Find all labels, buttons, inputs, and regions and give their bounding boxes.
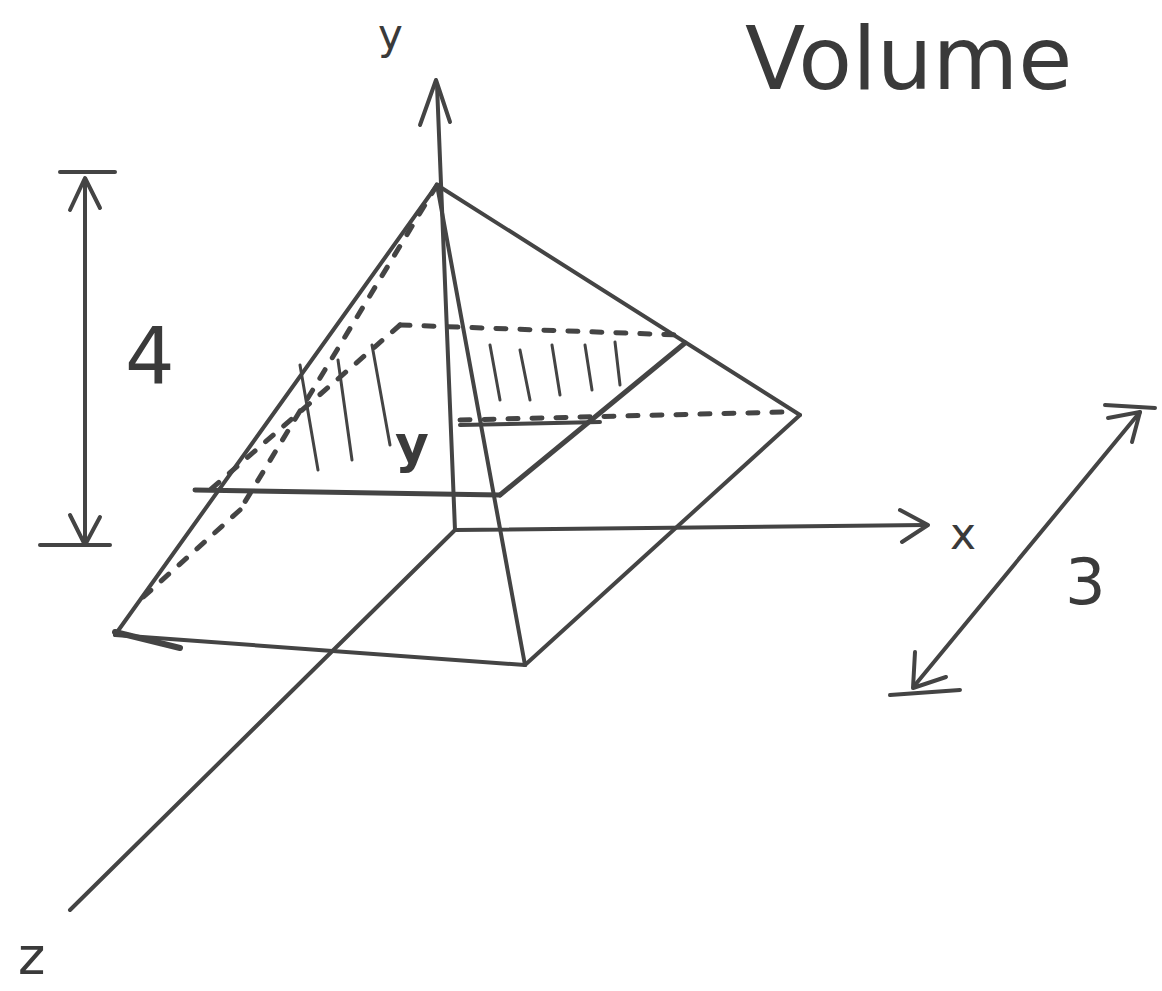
dimension-tick bbox=[60, 170, 115, 174]
dimension-tick bbox=[1105, 405, 1155, 408]
axis-label: z bbox=[18, 930, 45, 982]
pyramid-edge bbox=[115, 185, 437, 635]
y-axis bbox=[437, 85, 455, 530]
hidden-edge bbox=[460, 412, 785, 420]
pyramid-edge bbox=[437, 185, 800, 415]
axis-label: y bbox=[378, 14, 403, 56]
axis-label: x bbox=[950, 512, 976, 556]
x-axis bbox=[455, 525, 925, 530]
hidden-edge bbox=[140, 510, 240, 600]
cross-section bbox=[195, 490, 500, 495]
cross-section bbox=[460, 422, 600, 425]
z-axis bbox=[70, 530, 455, 910]
axis-arrow bbox=[420, 80, 450, 125]
hidden-edge bbox=[240, 185, 437, 510]
pyramid-edge bbox=[115, 632, 180, 648]
hidden-edge bbox=[210, 325, 400, 490]
dimension-arrow bbox=[70, 515, 100, 545]
title: Volume bbox=[745, 15, 1072, 103]
dimension-arrow bbox=[1108, 412, 1140, 442]
dimension-tick bbox=[40, 543, 110, 547]
dimension-label: 3 bbox=[1065, 550, 1106, 614]
cross-section bbox=[500, 343, 685, 495]
dimension-tick bbox=[890, 690, 960, 695]
dimension-line bbox=[83, 180, 87, 542]
hidden-edge bbox=[400, 325, 680, 335]
axis-arrow bbox=[900, 510, 928, 542]
section-label: y bbox=[392, 418, 432, 470]
dimension-arrow bbox=[913, 652, 946, 688]
pyramid-edge bbox=[525, 415, 800, 665]
dimension-line bbox=[915, 412, 1140, 685]
hatching bbox=[300, 342, 620, 470]
dimension-arrow bbox=[70, 178, 100, 210]
dimension-label: 4 bbox=[125, 318, 175, 396]
